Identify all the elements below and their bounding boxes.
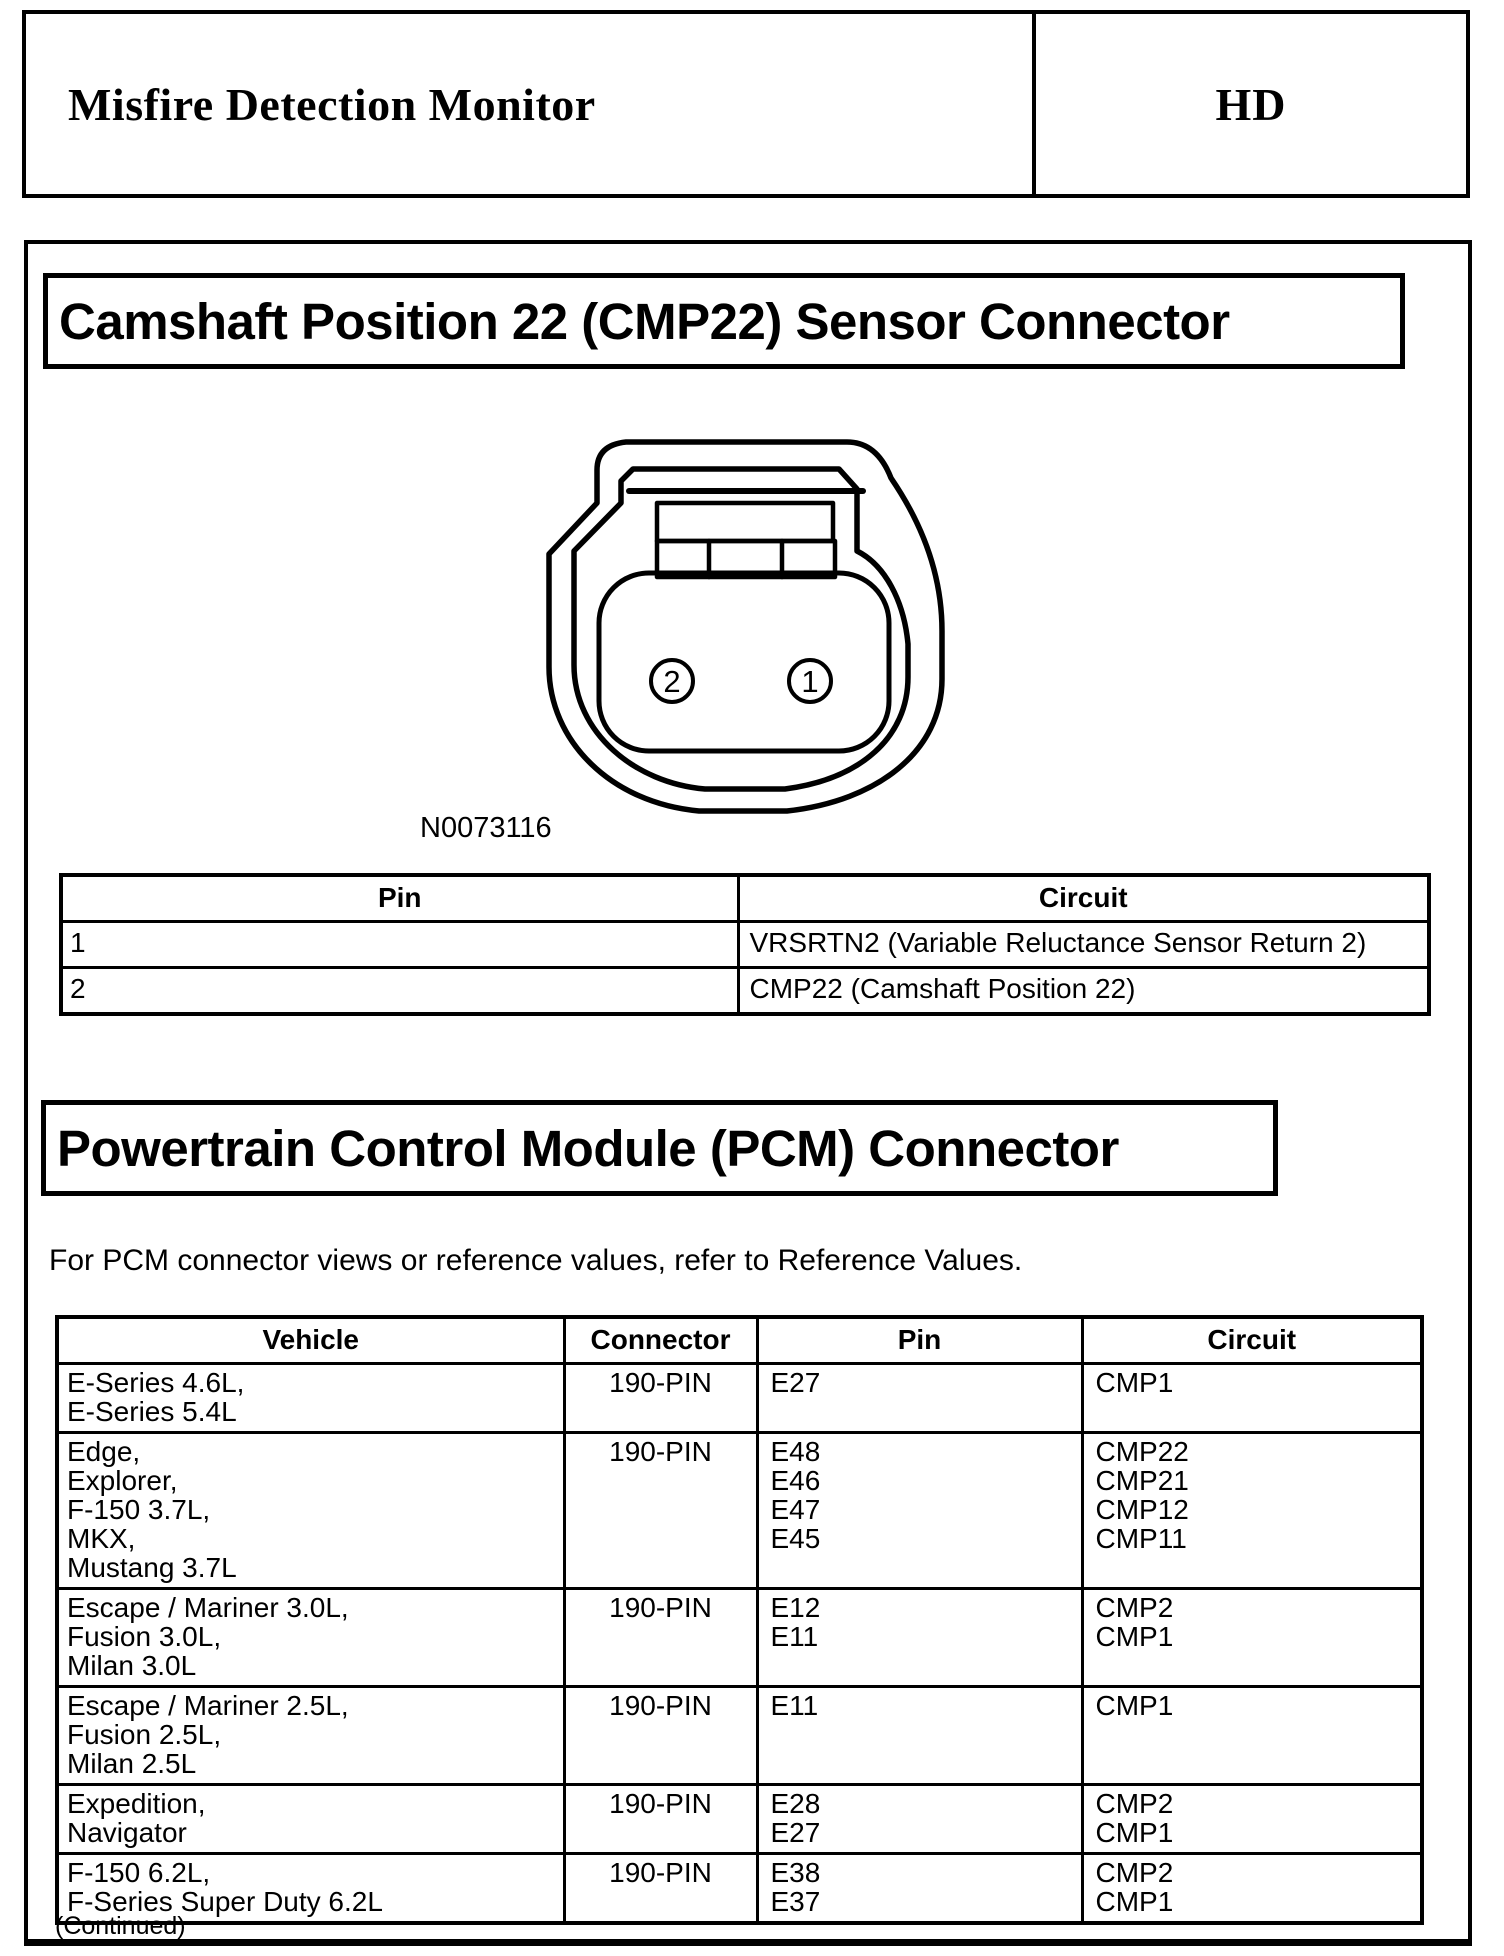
section-title-cmp22: Camshaft Position 22 (CMP22) Sensor Conn… [43, 273, 1405, 369]
connector-figure: 2 1 [544, 436, 950, 822]
continued-label: (Continued) [55, 1912, 186, 1940]
connector-inner-outline [571, 466, 911, 792]
pin-table-header-circuit: Circuit [736, 873, 1431, 923]
vehicle-table-row: Escape / Mariner 3.0L, Fusion 3.0L, Mila… [55, 1587, 1424, 1688]
lock-window [654, 500, 836, 544]
pin-cell: E11 [755, 1685, 1084, 1786]
document-header-title-cell: Misfire Detection Monitor [26, 14, 1036, 194]
pin-cell: E48 E46 E47 E45 [755, 1431, 1084, 1590]
document-header-badge-cell: HD [1036, 14, 1466, 194]
circuit-cell: CMP2 CMP1 [1080, 1852, 1424, 1925]
vehicle-table-header-row: Vehicle Connector Pin Circuit [55, 1315, 1424, 1365]
circuit-cell: CMP2 CMP1 [1080, 1783, 1424, 1855]
connector-cell: 190-PIN [562, 1587, 759, 1688]
vehicle-cell: Edge, Explorer, F-150 3.7L, MKX, Mustang… [55, 1431, 566, 1590]
pin-cell: E38 E37 [755, 1852, 1084, 1925]
content-box: Camshaft Position 22 (CMP22) Sensor Conn… [24, 240, 1472, 1946]
vehicle-table: Vehicle Connector Pin Circuit E-Series 4… [55, 1315, 1424, 1925]
figure-label: N0073116 [420, 812, 552, 844]
pin-cell: E27 [755, 1362, 1084, 1434]
connector-cell: 190-PIN [562, 1783, 759, 1855]
circuit-cell: CMP1 [1080, 1362, 1424, 1434]
pcm-note: For PCM connector views or reference val… [49, 1244, 1022, 1278]
pin-cell: 1 [59, 920, 740, 969]
pin-cell: 2 [59, 966, 740, 1016]
pin-table-header-pin: Pin [59, 873, 740, 923]
vehicle-table-header-vehicle: Vehicle [55, 1315, 566, 1365]
vehicle-table-header-circuit: Circuit [1080, 1315, 1424, 1365]
cavity-2-marker [649, 658, 695, 704]
section-title-cmp22-label: Camshaft Position 22 (CMP22) Sensor Conn… [59, 292, 1230, 350]
cavity-1-marker [787, 658, 833, 704]
vehicle-cell: E-Series 4.6L, E-Series 5.4L [55, 1362, 566, 1434]
vehicle-table-header-connector: Connector [562, 1315, 759, 1365]
pin-table-header-row: Pin Circuit [59, 873, 1431, 923]
circuit-cell: CMP2 CMP1 [1080, 1587, 1424, 1688]
vehicle-table-row: Edge, Explorer, F-150 3.7L, MKX, Mustang… [55, 1431, 1424, 1590]
circuit-cell: CMP22 (Camshaft Position 22) [736, 966, 1431, 1016]
cavity-1-number: 1 [801, 664, 818, 699]
pcm-note-text: For PCM connector views or reference val… [49, 1244, 778, 1277]
connector-diagram-icon: 2 1 [546, 439, 945, 814]
section-title-pcm: Powertrain Control Module (PCM) Connecto… [41, 1100, 1278, 1196]
connector-outer-outline [546, 439, 945, 814]
vehicle-cell: Expedition, Navigator [55, 1783, 566, 1855]
connector-cell: 190-PIN [562, 1852, 759, 1925]
page-title: Misfire Detection Monitor [68, 78, 596, 130]
vehicle-cell: Escape / Mariner 3.0L, Fusion 3.0L, Mila… [55, 1587, 566, 1688]
header-badge: HD [1215, 78, 1287, 130]
circuit-cell: VRSRTN2 (Variable Reluctance Sensor Retu… [736, 920, 1431, 969]
section-title-pcm-label: Powertrain Control Module (PCM) Connecto… [57, 1119, 1119, 1177]
connector-body-face [596, 570, 892, 754]
pin-cell: E28 E27 [755, 1783, 1084, 1855]
vehicle-cell: Escape / Mariner 2.5L, Fusion 2.5L, Mila… [55, 1685, 566, 1786]
terminal-slot-band [654, 538, 838, 580]
reference-values-link[interactable]: Reference Values. [777, 1244, 1023, 1277]
vehicle-table-row: Escape / Mariner 2.5L, Fusion 2.5L, Mila… [55, 1685, 1424, 1786]
connector-cell: 190-PIN [562, 1685, 759, 1786]
pin-cell: E12 E11 [755, 1587, 1084, 1688]
cavity-2-number: 2 [663, 664, 680, 699]
connector-cell: 190-PIN [562, 1431, 759, 1590]
vehicle-cell: F-150 6.2L, F-Series Super Duty 6.2L [55, 1852, 566, 1925]
circuit-cell: CMP1 [1080, 1685, 1424, 1786]
vehicle-table-header-pin: Pin [755, 1315, 1084, 1365]
document-header: Misfire Detection Monitor HD [22, 10, 1470, 198]
connector-cell: 190-PIN [562, 1362, 759, 1434]
circuit-cell: CMP22 CMP21 CMP12 CMP11 [1080, 1431, 1424, 1590]
